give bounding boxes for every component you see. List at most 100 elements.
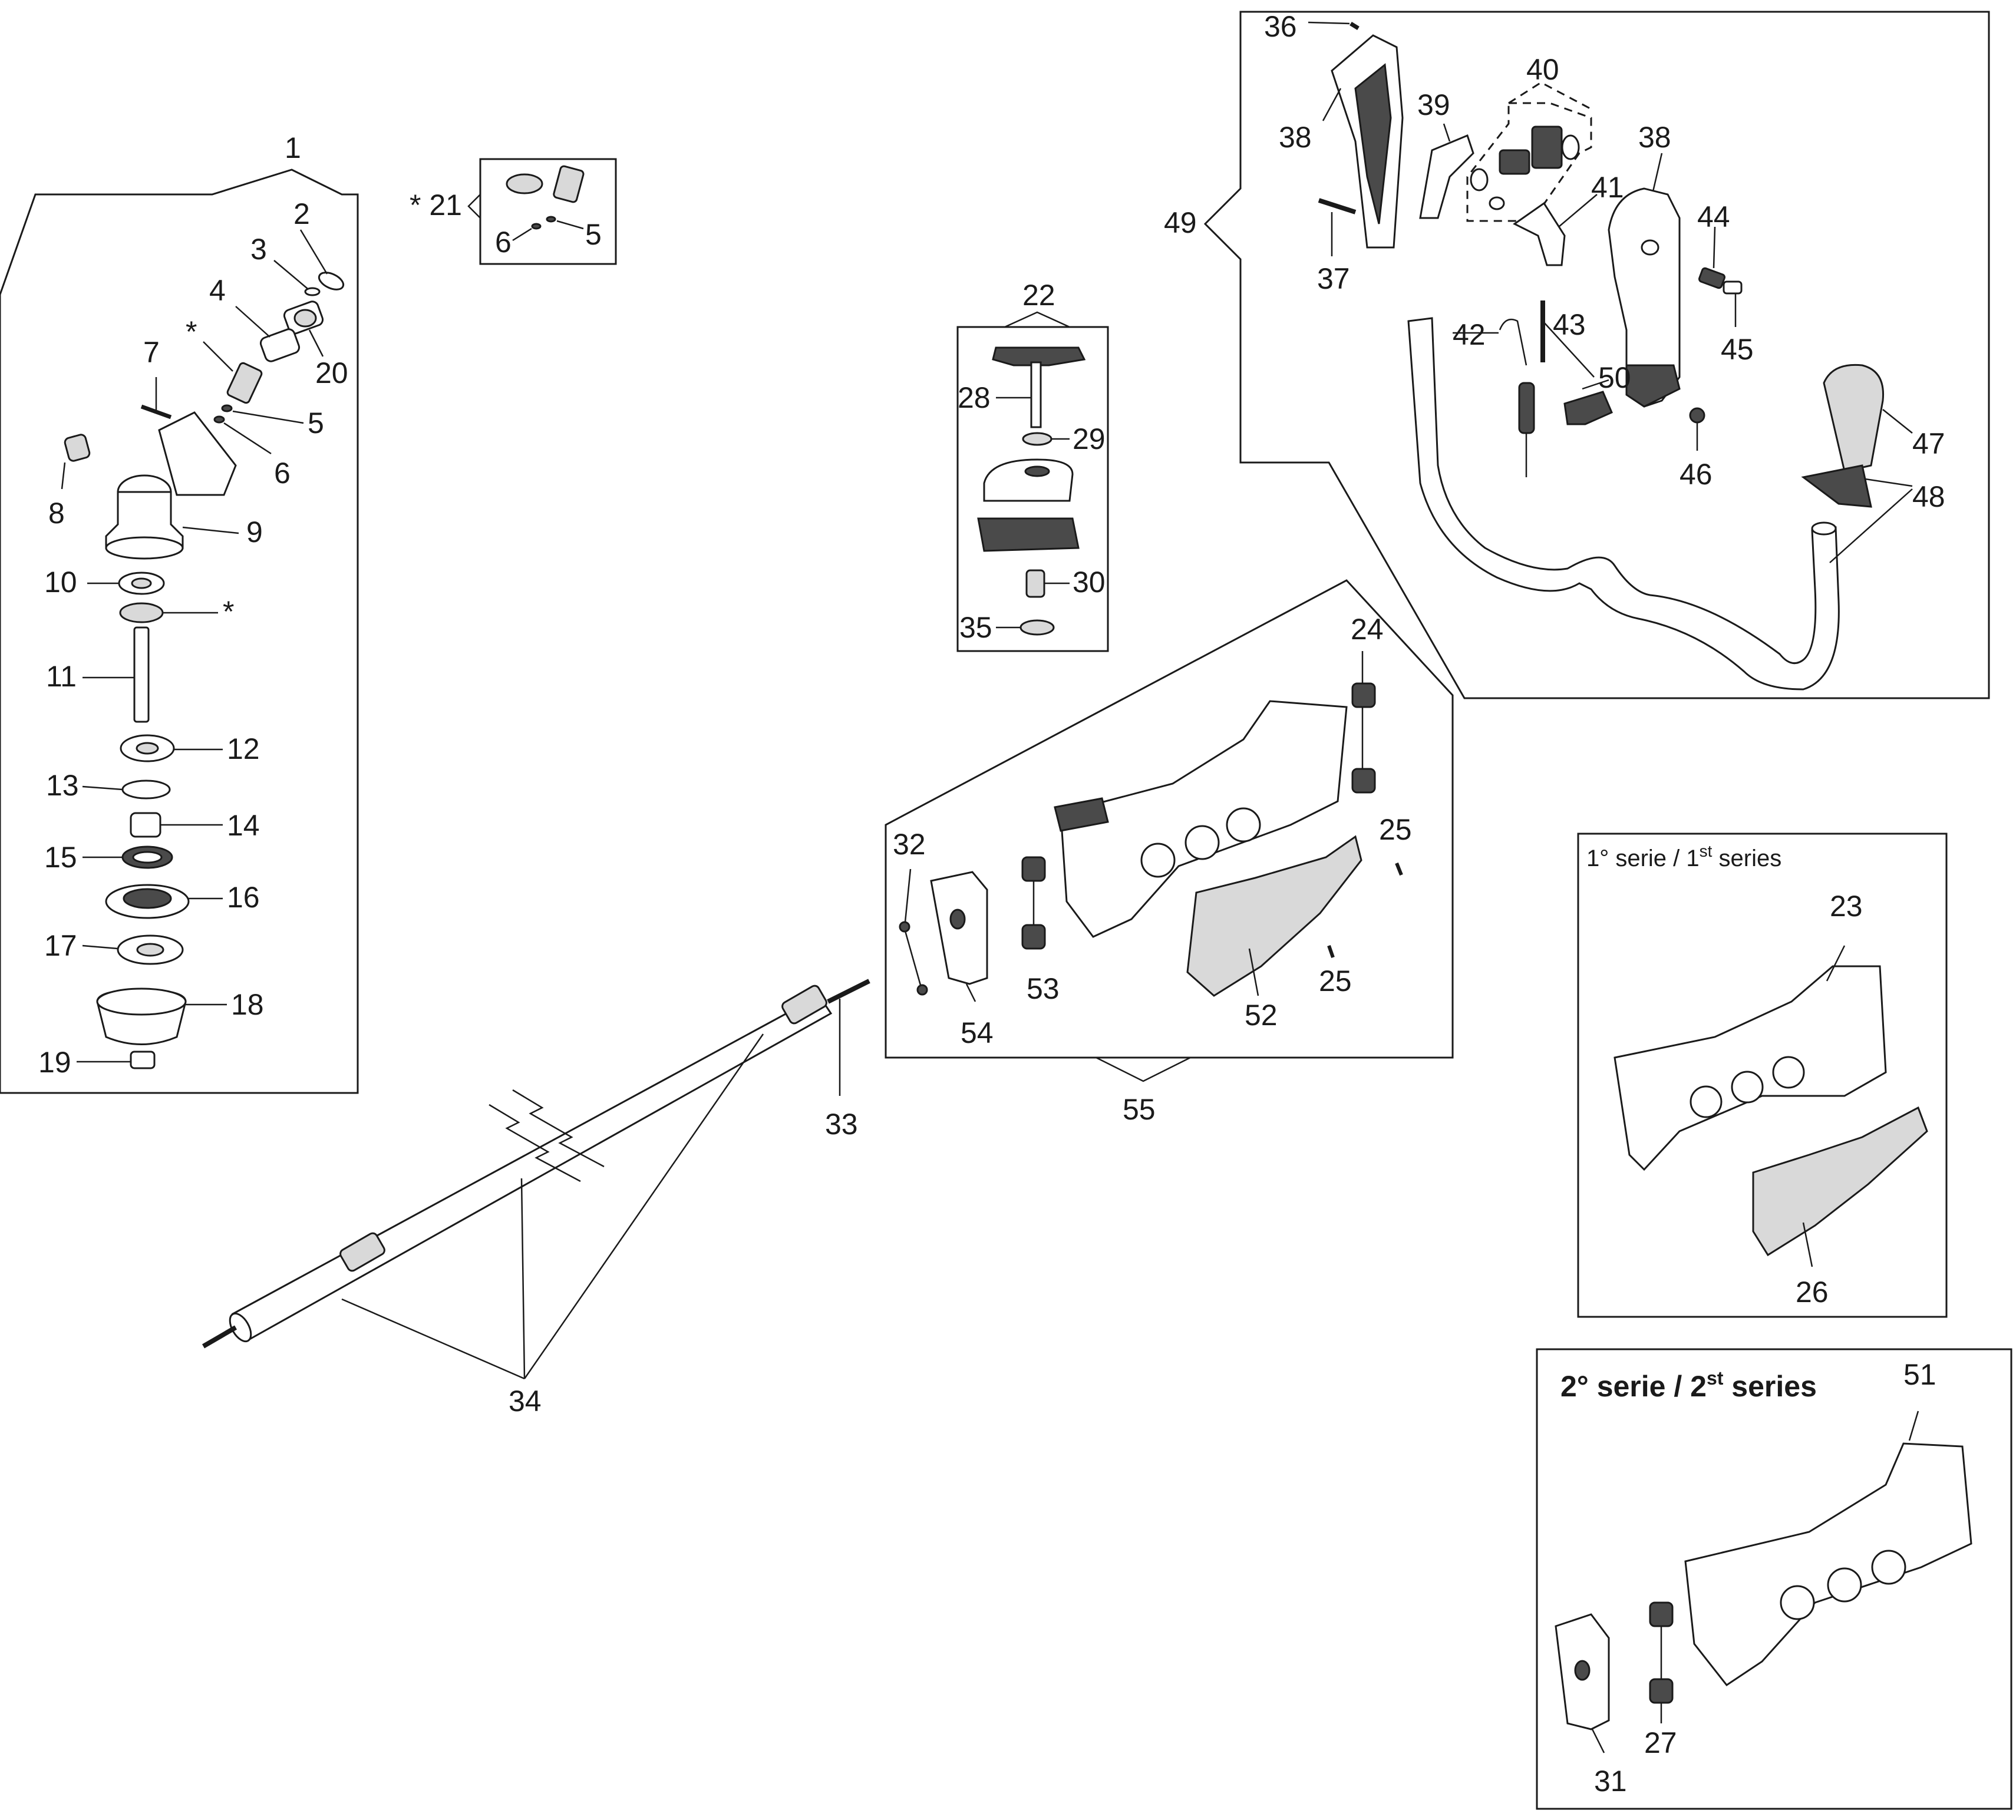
callout-14: 14	[227, 809, 260, 842]
support-window-b	[1184, 825, 1220, 860]
screw-25-a	[1395, 862, 1403, 876]
callout-33: 33	[825, 1108, 858, 1141]
group-gear-head: 1 2 3 20 4 * 7 5 6 8	[0, 131, 359, 1094]
leader-39	[1443, 123, 1451, 142]
t-knob-28	[992, 346, 1086, 366]
leader-13	[82, 785, 123, 791]
nut-35	[1019, 619, 1055, 636]
support-mount-plate	[1054, 797, 1109, 832]
damper-24-b	[1351, 768, 1376, 794]
handle-right-grip	[1625, 364, 1681, 408]
clamp-upper-hole	[1024, 465, 1050, 477]
seal-15-inner	[132, 851, 163, 864]
leader-23	[1826, 945, 1846, 982]
callout-53: 53	[1027, 972, 1060, 1005]
callout-21-5: 5	[585, 218, 602, 251]
group-handle: 49 36 38 37 39 40 41	[1164, 10, 1990, 699]
leader-32-a	[904, 868, 912, 923]
leader-21-5	[556, 220, 584, 230]
group-22-box	[956, 326, 1109, 652]
callout-8: 8	[48, 497, 65, 530]
kit-21-bracket	[467, 194, 481, 219]
cable-spring	[1518, 382, 1535, 434]
callout-4-star: *	[186, 315, 197, 348]
kit-pinion	[553, 165, 585, 203]
second-series-box	[1536, 1348, 2012, 1810]
group-49-outline	[1203, 11, 1990, 699]
kit-21-box	[479, 158, 617, 265]
callout-45: 45	[1721, 333, 1754, 366]
support-window-c	[1226, 807, 1261, 843]
callout-30: 30	[1073, 566, 1106, 599]
key-5	[221, 404, 233, 412]
leader-51	[1908, 1411, 1919, 1441]
callout-39: 39	[1417, 88, 1450, 121]
nut-19	[130, 1051, 156, 1069]
group-support: 55 24 25 25 52 53 54	[885, 579, 1454, 1126]
leader-54	[965, 983, 976, 1002]
output-shaft	[133, 626, 150, 723]
pinion-gear	[226, 362, 263, 404]
callout-21-6: 6	[495, 226, 512, 259]
kit-key-6	[531, 223, 542, 230]
callout-46: 46	[1680, 458, 1713, 491]
washer-29	[1022, 432, 1052, 446]
safety-lever-41	[1513, 202, 1566, 266]
second-series-prefix: 2° serie / 2	[1560, 1370, 1707, 1403]
leader-6	[223, 422, 272, 455]
callout-1: 1	[285, 131, 301, 164]
callout-27: 27	[1644, 1726, 1677, 1759]
leader-38a	[1322, 88, 1342, 121]
callout-18: 18	[231, 988, 264, 1021]
callout-6: 6	[274, 457, 291, 490]
bearing-20-inner	[293, 309, 317, 328]
second-series-sup: st	[1707, 1368, 1724, 1389]
group-1-bracket	[212, 169, 342, 196]
group-55-bracket	[1096, 1056, 1191, 1082]
callout-5: 5	[308, 407, 324, 440]
leader-44	[1713, 226, 1716, 269]
protection-cup-rim	[96, 987, 187, 1016]
leader-47	[1882, 409, 1913, 434]
leader-17	[82, 944, 118, 950]
kit-40-spring-a	[1470, 168, 1489, 191]
leader-43	[1542, 321, 1595, 378]
key-6	[213, 415, 225, 424]
handlebar-48	[1407, 317, 1840, 691]
callout-2: 2	[293, 197, 310, 230]
damper-24-a	[1351, 682, 1376, 708]
body-23-window-b	[1731, 1071, 1764, 1104]
callout-16: 16	[227, 881, 260, 914]
leader-32-b	[904, 930, 922, 986]
callout-31: 31	[1594, 1765, 1627, 1798]
callout-37: 37	[1317, 262, 1350, 295]
bearing-12-inner	[136, 742, 159, 755]
callout-49: 49	[1164, 206, 1197, 239]
kit-40-spring-b	[1561, 134, 1580, 160]
leader-8	[61, 462, 66, 490]
body-51-window-a	[1780, 1585, 1815, 1620]
callout-12: 12	[227, 732, 260, 765]
leader-5	[232, 410, 304, 424]
damper-53-a	[1021, 856, 1046, 882]
leader-pinion	[203, 341, 233, 372]
group-shaft-tube: 33 34	[202, 979, 870, 1418]
callout-10-star: *	[223, 595, 234, 628]
callout-25a: 25	[1379, 813, 1412, 846]
leader-48b	[1829, 488, 1913, 563]
leader-31	[1591, 1729, 1605, 1753]
flange-16-center	[123, 888, 172, 909]
callout-17: 17	[44, 929, 77, 962]
screw-7	[140, 404, 172, 420]
plug-44	[1698, 267, 1725, 289]
callout-23: 23	[1830, 890, 1863, 923]
leader-50	[1582, 379, 1609, 390]
leader-52	[1248, 948, 1259, 996]
callout-21: * 21	[410, 189, 462, 222]
break-mark-b	[512, 1089, 605, 1168]
lower-cover-26	[1752, 1106, 1928, 1257]
handle-right-hole	[1641, 239, 1659, 256]
first-series-sup: st	[1700, 842, 1713, 860]
callout-3: 3	[250, 233, 267, 266]
